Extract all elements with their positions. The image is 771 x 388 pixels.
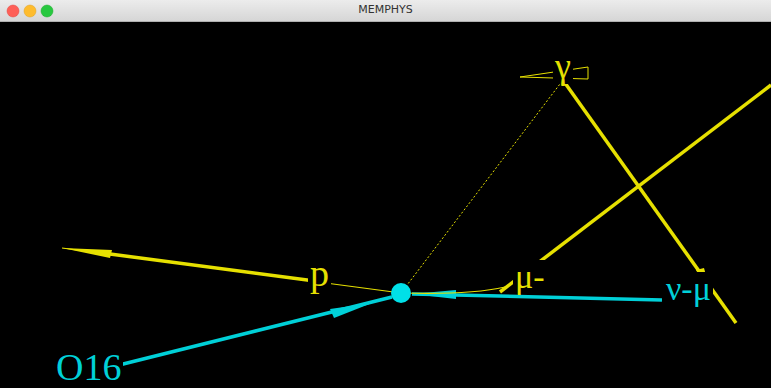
window-title: MEMPHYS: [0, 3, 771, 16]
particle-label: ν-μ: [664, 272, 713, 306]
particle-label: γ: [553, 48, 573, 84]
particle-label: μ-: [513, 260, 547, 294]
particle-label: O16: [54, 348, 123, 386]
particle-label: p: [308, 254, 331, 292]
window-buttons: [0, 0, 70, 21]
